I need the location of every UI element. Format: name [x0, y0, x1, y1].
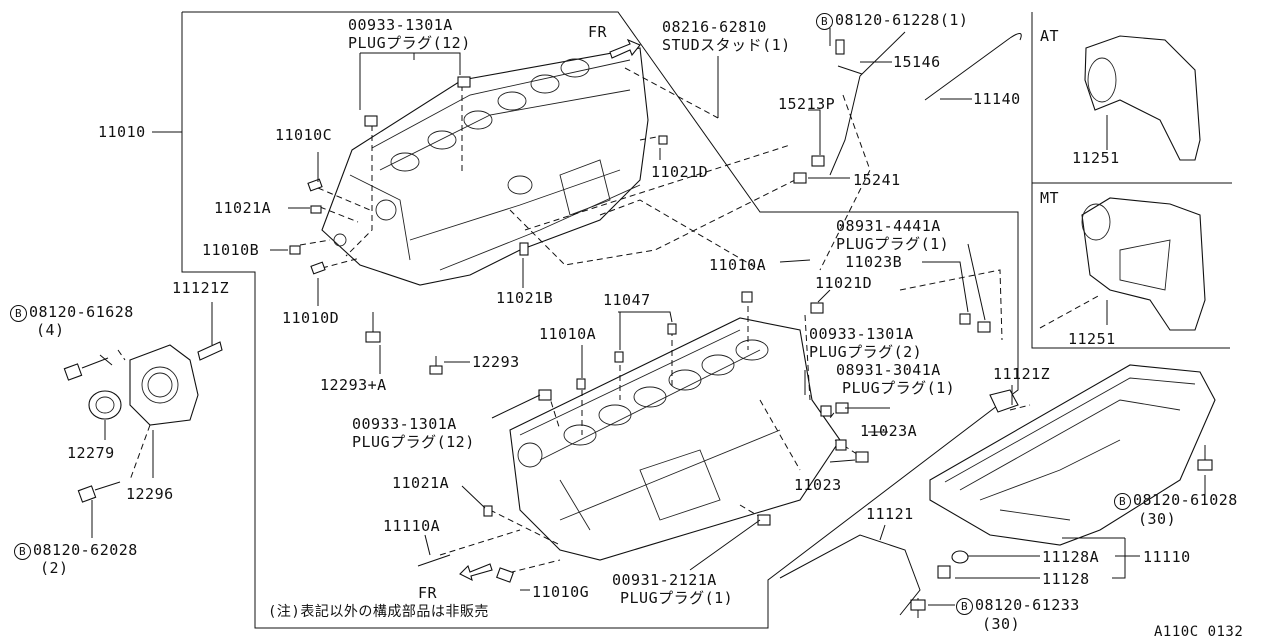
label-00931-2121a: 00931-2121A — [612, 571, 717, 589]
label-11023a: 11023A — [860, 422, 918, 440]
label-stud: STUDスタッド(1) — [662, 36, 791, 54]
label-plug-1a: PLUGプラグ(1) — [836, 235, 950, 253]
label-11128: 11128 — [1042, 570, 1090, 588]
label-08216-62810: 08216-62810 — [662, 18, 767, 36]
diagram-reference-code: A110C 0132 — [1154, 624, 1244, 639]
label-fr-low: FR — [418, 584, 438, 602]
label-08931-4441a: 08931-4441A — [836, 217, 941, 235]
lower-cylinder-block — [509, 317, 841, 561]
label-11021d-top: 11021D — [651, 163, 709, 181]
label-11121z-right: 11121Z — [993, 365, 1051, 383]
label-11110a: 11110A — [383, 517, 441, 535]
note-not-for-sale: (注)表記以外の構成部品は非販売 — [268, 604, 489, 620]
oil-pan — [929, 364, 1216, 546]
label-11021a-low: 11021A — [392, 474, 450, 492]
label-12293a: 12293+A — [320, 376, 387, 394]
bolt-b-icon: B — [816, 13, 833, 30]
label-15146: 15146 — [893, 53, 941, 71]
label-plug-1c: PLUGプラグ(1) — [620, 589, 734, 607]
label-11010: 11010 — [98, 123, 146, 141]
bolt-b-icon: B — [14, 543, 31, 560]
label-plug-1b: PLUGプラグ(1) — [842, 379, 956, 397]
label-11121z-left: 11121Z — [172, 279, 230, 297]
label-11010a-mid: 11010A — [539, 325, 597, 343]
label-11010d: 11010D — [282, 309, 340, 327]
bolt-b-icon: B — [956, 598, 973, 615]
upper-cylinder-block — [321, 47, 649, 286]
label-12293: 12293 — [472, 353, 520, 371]
label-00933-1301a-mid: 00933-1301A — [809, 325, 914, 343]
label-15241: 15241 — [853, 171, 901, 189]
label-11021b: 11021B — [496, 289, 554, 307]
label-qty-30a: (30) — [1138, 510, 1177, 528]
label-00933-1301a-top: 00933-1301A — [348, 16, 453, 34]
label-11010g: 11010G — [532, 583, 590, 601]
label-mt: MT — [1040, 189, 1060, 207]
label-qty-4: (4) — [36, 321, 65, 339]
label-11010b: 11010B — [202, 241, 260, 259]
label-11010c: 11010C — [275, 126, 333, 144]
label-11121: 11121 — [866, 505, 914, 523]
label-11021d-mid: 11021D — [815, 274, 873, 292]
label-plug-12-top: PLUGプラグ(12) — [348, 34, 471, 52]
label-11010a-right: 11010A — [709, 256, 767, 274]
label-15213p: 15213P — [778, 95, 836, 113]
label-11047: 11047 — [603, 291, 651, 309]
label-qty-2: (2) — [40, 559, 69, 577]
label-00933-1301a-low: 00933-1301A — [352, 415, 457, 433]
label-11140: 11140 — [973, 90, 1021, 108]
label-qty-30b: (30) — [982, 615, 1021, 633]
label-12296: 12296 — [126, 485, 174, 503]
label-11128a: 11128A — [1042, 548, 1100, 566]
bolt-b-icon: B — [10, 305, 27, 322]
label-plug-12-low: PLUGプラグ(12) — [352, 433, 475, 451]
bolt-b-icon: B — [1114, 493, 1131, 510]
label-11023b: 11023B — [845, 253, 903, 271]
label-12279: 12279 — [67, 444, 115, 462]
label-11023: 11023 — [794, 476, 842, 494]
label-08931-3041a: 08931-3041A — [836, 361, 941, 379]
label-at: AT — [1040, 27, 1060, 45]
label-fr-top: FR — [588, 23, 608, 41]
rear-seal-retainer — [88, 344, 199, 426]
label-plug-2: PLUGプラグ(2) — [809, 343, 923, 361]
label-11251-mt: 11251 — [1068, 330, 1116, 348]
label-11251-at: 11251 — [1072, 149, 1120, 167]
label-11110: 11110 — [1143, 548, 1191, 566]
label-11021a-top: 11021A — [214, 199, 272, 217]
